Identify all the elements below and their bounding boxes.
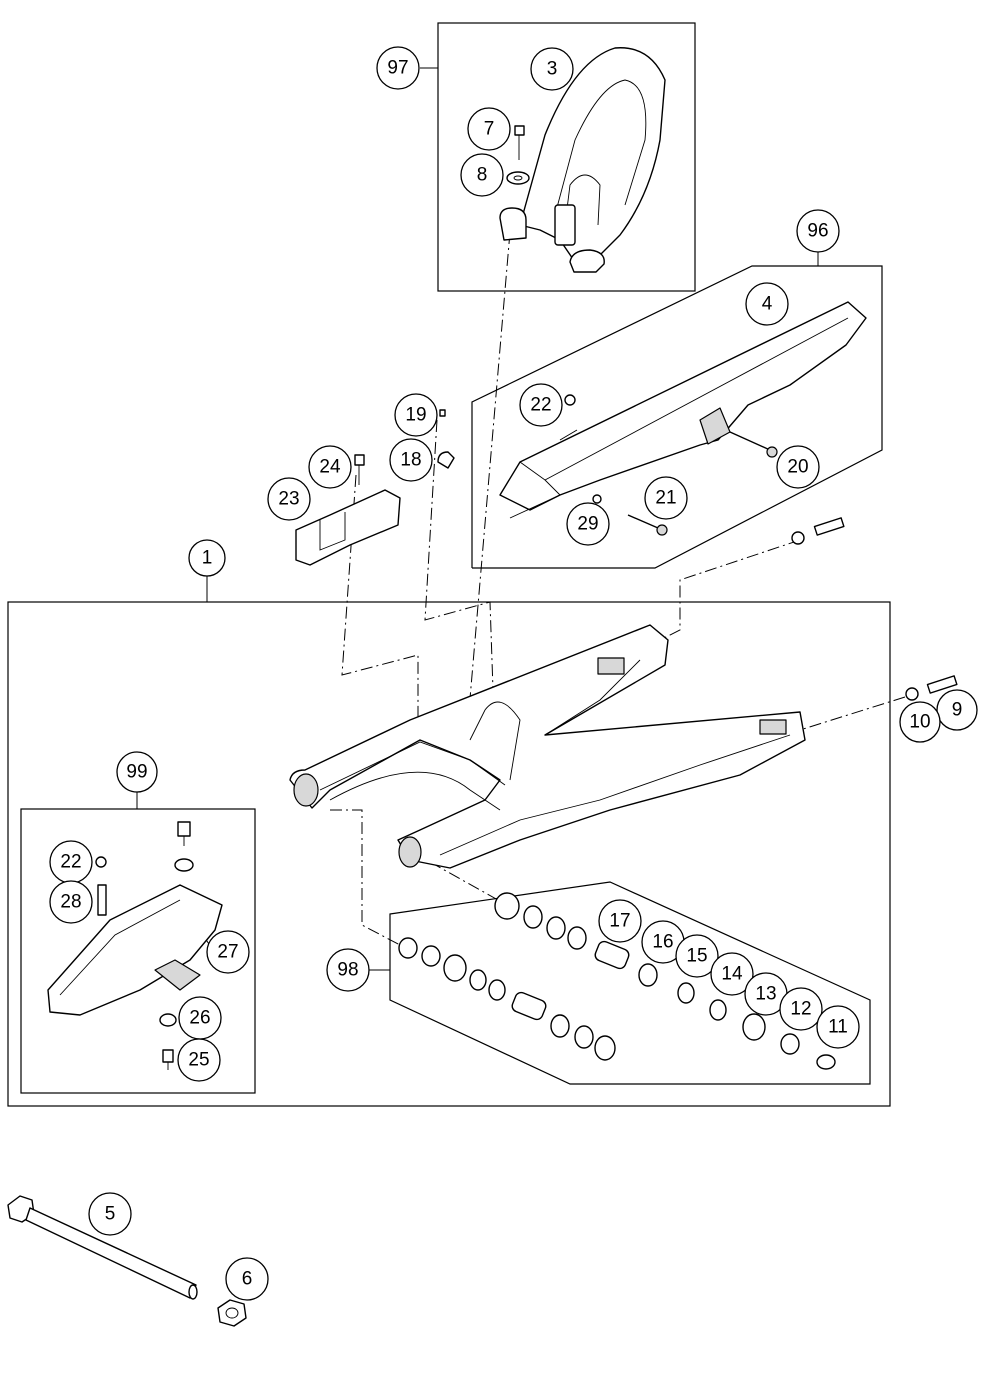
callout-10-label: 10: [909, 712, 930, 733]
callout-24-label: 24: [319, 457, 341, 478]
screw-19-part: [439, 409, 446, 417]
callout-15: 15: [675, 934, 719, 978]
nut-22a-part: [564, 394, 576, 406]
callout-22-upper: 22: [519, 383, 563, 427]
slider-23-part: [295, 489, 401, 566]
callout-7: 7: [467, 107, 511, 151]
callout-3: 3: [530, 47, 574, 91]
washer-8-part: [506, 171, 530, 185]
frame-96-chain-guard: [471, 265, 883, 569]
callout-22-lower: 22: [49, 840, 93, 884]
callout-12-label: 12: [790, 999, 811, 1020]
callout-13: 13: [744, 972, 788, 1016]
callout-5: 5: [88, 1192, 132, 1236]
callout-1-label: 1: [202, 548, 213, 569]
clip-18-part: [437, 451, 455, 469]
frame-98-bearing-kit: [389, 881, 871, 1085]
screw-21-part: [627, 514, 668, 536]
callout-98-label: 98: [337, 960, 358, 981]
callout-14: 14: [710, 952, 754, 996]
callout-29-label: 29: [577, 514, 598, 535]
callout-6: 6: [225, 1257, 269, 1301]
callout-4-label: 4: [762, 294, 773, 315]
frame-99-chain-slider: [20, 808, 256, 1094]
callout-16: 16: [641, 920, 685, 964]
screw-24-part: [354, 454, 365, 485]
callout-22-lower-label: 22: [60, 852, 81, 873]
callout-8: 8: [460, 153, 504, 197]
callout-27: 27: [206, 930, 250, 974]
callout-11-label: 11: [828, 1017, 848, 1038]
callout-21: 21: [644, 476, 688, 520]
callout-4: 4: [745, 282, 789, 326]
adjuster-9-10-part: [791, 517, 958, 701]
frame-97-chain-guard: [437, 22, 696, 292]
slider-hardware-part: [95, 821, 194, 1070]
callout-96-label: 96: [807, 221, 828, 242]
callout-25-label: 25: [188, 1050, 209, 1071]
callout-22-upper-label: 22: [530, 395, 551, 416]
callout-11: 11: [816, 1005, 860, 1049]
callout-24: 24: [308, 445, 352, 489]
callout-13-label: 13: [755, 984, 776, 1005]
callout-99-label: 99: [126, 762, 147, 783]
callouts: 97 3 7 8 96 4 22 19 18 24 23 20 21 29 1 …: [49, 46, 978, 1301]
swingarm-axle-5-part: [7, 1195, 198, 1300]
screw-7-part: [514, 125, 525, 160]
callout-9-label: 9: [952, 700, 963, 721]
callout-3-label: 3: [547, 59, 558, 80]
callout-97-label: 97: [387, 58, 408, 79]
callout-9: 9: [936, 689, 978, 731]
callout-19-label: 19: [405, 405, 426, 426]
callout-17-label: 17: [609, 911, 630, 932]
callout-97: 97: [376, 46, 420, 90]
callout-26: 26: [178, 996, 222, 1040]
callout-23-label: 23: [278, 489, 299, 510]
callout-18-label: 18: [400, 450, 421, 471]
callout-28: 28: [49, 880, 93, 924]
nut-29-part: [592, 494, 602, 504]
axle-nut-6-part: [217, 1299, 247, 1327]
callout-10: 10: [899, 701, 941, 743]
callout-28-label: 28: [60, 892, 81, 913]
frame-1-swingarm: [7, 601, 891, 1107]
swingarm-part: [289, 624, 806, 869]
callout-18: 18: [389, 438, 433, 482]
callout-6-label: 6: [242, 1269, 253, 1290]
callout-99: 99: [116, 751, 158, 793]
callout-12: 12: [779, 987, 823, 1031]
chain-slider-27-part: [47, 884, 223, 1016]
callout-20-label: 20: [787, 457, 808, 478]
callout-19: 19: [394, 393, 438, 437]
callout-16-label: 16: [652, 932, 673, 953]
callout-98: 98: [326, 948, 370, 992]
callout-29: 29: [566, 502, 610, 546]
callout-17: 17: [598, 899, 642, 943]
callout-21-label: 21: [655, 488, 676, 509]
callout-1: 1: [188, 539, 226, 577]
callout-27-label: 27: [217, 942, 238, 963]
callout-5-label: 5: [105, 1204, 116, 1225]
group-frames: [7, 22, 891, 1107]
callout-25: 25: [177, 1038, 221, 1082]
screw-20-part: [729, 431, 778, 458]
upper-chain-guard-part: [499, 47, 666, 273]
callout-7-label: 7: [484, 119, 495, 140]
callout-8-label: 8: [477, 165, 488, 186]
callout-15-label: 15: [686, 946, 707, 967]
callout-20: 20: [776, 445, 820, 489]
assembly-lines: [330, 231, 906, 946]
callout-14-label: 14: [721, 964, 743, 985]
callout-23: 23: [267, 477, 311, 521]
callout-96: 96: [796, 209, 840, 253]
callout-26-label: 26: [189, 1008, 210, 1029]
bearing-kit-parts: [398, 892, 836, 1070]
